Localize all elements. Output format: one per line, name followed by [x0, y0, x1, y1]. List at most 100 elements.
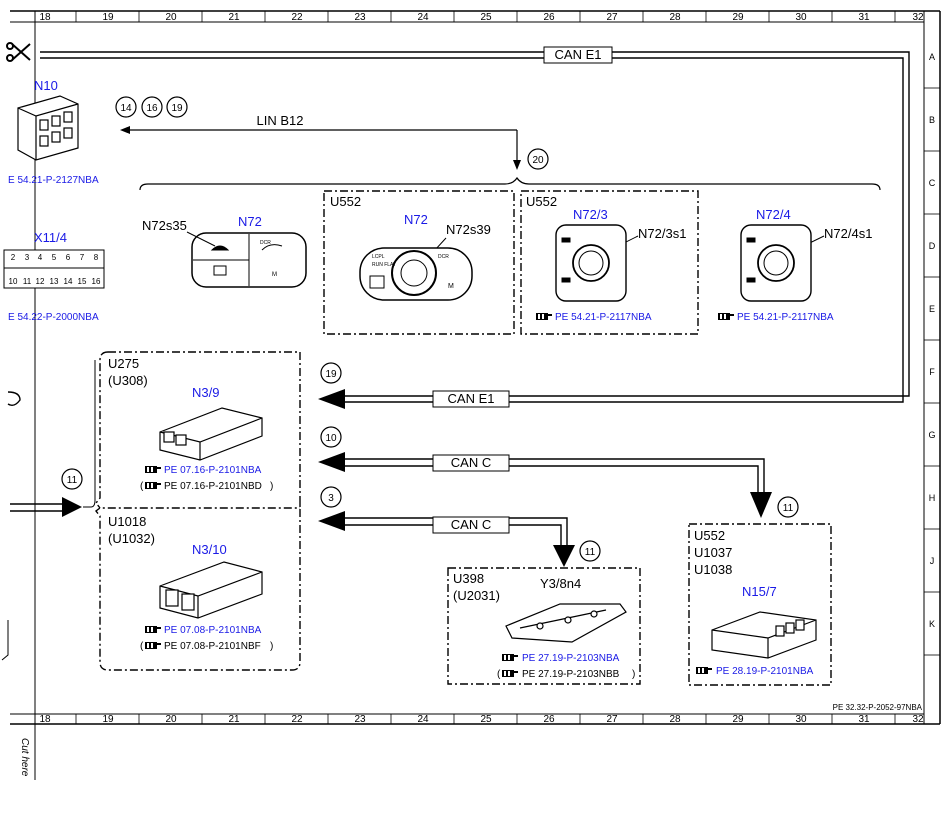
col-label: 22	[291, 12, 303, 23]
pin-label: 6	[66, 253, 71, 262]
n72-mid-variant: U552	[330, 194, 361, 209]
hand-icon	[696, 667, 712, 674]
col-label: 21	[228, 714, 240, 725]
col-label: 18	[39, 12, 51, 23]
hand-icon	[536, 313, 552, 320]
row-label: A	[929, 52, 935, 62]
col-label: 27	[606, 714, 618, 725]
col-label: 25	[480, 714, 492, 725]
col-label: 30	[795, 714, 807, 725]
x11-4-connector-icon	[3, 249, 105, 289]
col-label: 26	[543, 12, 555, 23]
n3-10-ref[interactable]: PE 07.08-P-2101NBA	[164, 625, 262, 636]
doc-code: PE 32.32-P-2052-97NBA	[833, 703, 923, 712]
brace-switches	[139, 176, 881, 191]
n72-mid-switch-icon	[359, 247, 473, 301]
n72-3-variant: U552	[526, 194, 557, 209]
paren-close: )	[270, 641, 273, 652]
ref-number: 11	[783, 503, 794, 514]
row-ruler	[924, 87, 940, 656]
n72-left-name: N72	[238, 214, 262, 229]
col-label: 27	[606, 12, 618, 23]
row-label: K	[929, 619, 935, 629]
hand-icon	[718, 313, 734, 320]
row-label: J	[930, 556, 935, 566]
n72-3-name: N72/3	[573, 207, 608, 222]
y3-8n4-ref[interactable]: PE 27.19-P-2103NBA	[522, 653, 620, 664]
pin-label: 4	[38, 253, 43, 262]
wire-label-can-c-1: CAN C	[451, 455, 491, 470]
n3-10-variant2: (U1032)	[108, 531, 155, 546]
n10-name: N10	[34, 78, 58, 93]
partial-line	[1, 620, 9, 661]
variant-box-u275	[95, 351, 301, 509]
n72-3-ref[interactable]: PE 54.21-P-2117NBA	[555, 312, 652, 323]
n3-9-variant2: (U308)	[108, 373, 148, 388]
col-label: 19	[102, 714, 114, 725]
label-box	[432, 454, 510, 472]
ref-number: 14	[120, 103, 132, 114]
n3-9-ref[interactable]: PE 07.16-P-2101NBA	[164, 465, 262, 476]
pin-label: 10	[9, 277, 18, 286]
arrow-can-c-1-down	[750, 492, 772, 518]
row-label: E	[929, 304, 935, 314]
partial-icon	[7, 391, 21, 407]
pin-label: 13	[50, 277, 59, 286]
variant-box-u552-n15-7	[688, 523, 832, 686]
n10-ref[interactable]: E 54.21-P-2127NBA	[8, 175, 99, 186]
col-label: 28	[669, 12, 681, 23]
col-label: 31	[858, 714, 870, 725]
ref-number: 11	[67, 475, 78, 486]
frame	[10, 10, 941, 780]
row-labels: A B C D E F G H J K	[928, 52, 935, 629]
row-label: B	[929, 115, 935, 125]
n15-7-ref[interactable]: PE 28.19-P-2101NBA	[716, 666, 814, 677]
ref-number: 11	[585, 547, 596, 558]
pin-label: 11	[23, 277, 32, 286]
ref-numbers: 14 16 19 20 19 10 3 11 11 11	[67, 103, 794, 558]
col-label: 23	[354, 714, 366, 725]
column-labels-top: 18 19 20 21 22 23 24 25 26 27 28 29 30 3…	[39, 12, 924, 23]
left-input-bus	[10, 503, 62, 512]
col-label: 30	[795, 12, 807, 23]
cut-label: Cut here	[19, 738, 30, 777]
ref-number: 3	[328, 493, 334, 504]
y3-8n4-ref2[interactable]: PE 27.19-P-2103NBB	[522, 669, 620, 680]
column-labels-bottom: 18 19 20 21 22 23 24 25 26 27 28 29 30 3…	[39, 714, 924, 725]
n10-module-icon	[17, 95, 79, 161]
x11-4-name: X11/4	[34, 230, 67, 245]
n3-10-name: N3/10	[192, 542, 227, 557]
n72-4-ref[interactable]: PE 54.21-P-2117NBA	[737, 312, 834, 323]
n3-9-ref2[interactable]: PE 07.16-P-2101NBD	[164, 481, 262, 492]
hand-icon	[502, 654, 518, 661]
x11-4-ref[interactable]: E 54.22-P-2000NBA	[8, 312, 99, 323]
ref-number: 10	[325, 433, 337, 444]
can-c-bus-2	[345, 517, 568, 545]
brace-tick	[83, 360, 96, 508]
col-label: 29	[732, 12, 744, 23]
label-box	[543, 46, 613, 64]
n72-4-name: N72/4	[756, 207, 791, 222]
variant-box-u552-n72	[323, 190, 515, 335]
wire-label-can-e1-top: CAN E1	[555, 47, 602, 62]
n72-mid-lcpl: LCPL	[372, 254, 385, 260]
paren-close: )	[632, 669, 635, 680]
n3-9-ecu-icon	[159, 407, 263, 461]
y3-8n4-variant2: (U2031)	[453, 588, 500, 603]
n15-7-variant1: U552	[694, 528, 725, 543]
hand-icon	[145, 466, 161, 473]
row-label: C	[929, 178, 936, 188]
n15-7-module-icon	[711, 611, 817, 659]
ref-number: 19	[171, 103, 183, 114]
n72-left-dcr: DCR	[260, 240, 271, 246]
arrow-can-c-2-left	[318, 511, 345, 531]
col-label: 18	[39, 714, 51, 725]
ref-number: 20	[532, 155, 544, 166]
hand-icon	[145, 482, 161, 489]
n3-10-ref2[interactable]: PE 07.08-P-2101NBF	[164, 641, 261, 652]
col-label: 21	[228, 12, 240, 23]
col-label: 25	[480, 12, 492, 23]
row-label: H	[929, 493, 936, 503]
n72s39-label: N72s39	[446, 222, 491, 237]
n72-4s1-label: N72/4s1	[824, 226, 872, 241]
